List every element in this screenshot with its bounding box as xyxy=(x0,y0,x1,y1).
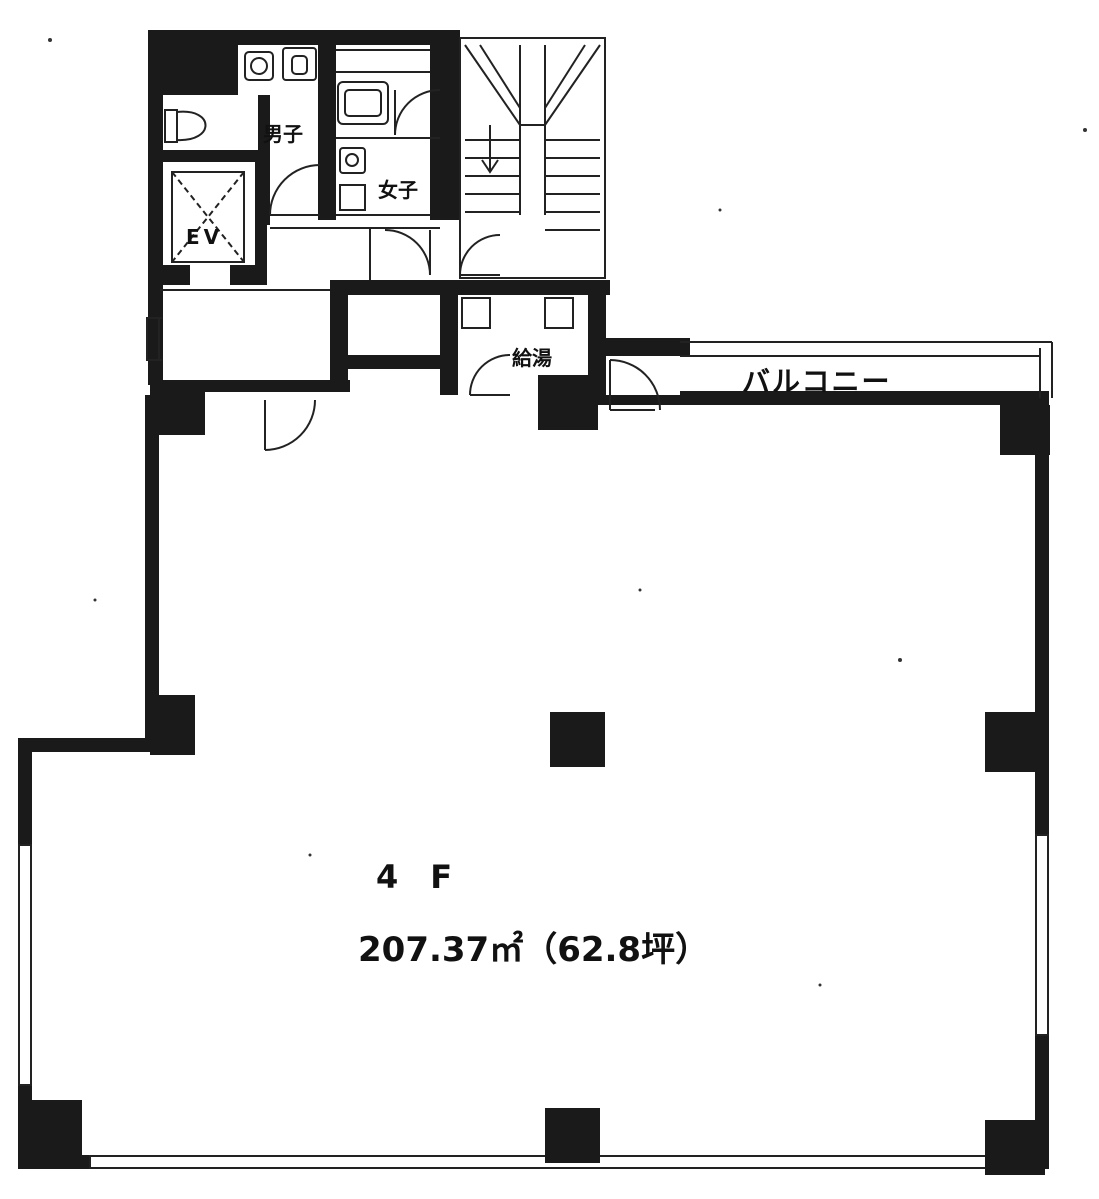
doors xyxy=(264,89,661,451)
floor-area-label: 207.37㎡（62.8坪） xyxy=(358,930,710,970)
kitchenette-label: 給湯 xyxy=(512,346,552,370)
womens-toilet-label: 女子 xyxy=(378,178,418,202)
core-thin-lines xyxy=(146,37,606,361)
balcony xyxy=(680,341,1053,398)
elevator-car xyxy=(171,171,245,263)
womens-sink xyxy=(339,147,366,174)
core-walls xyxy=(148,30,690,405)
stair-treads xyxy=(465,139,600,231)
elevator-label: EV xyxy=(186,225,224,249)
womens-toilet xyxy=(339,184,366,211)
urinal xyxy=(282,47,317,81)
mens-sink xyxy=(244,51,274,81)
balcony-label: バルコニー xyxy=(742,365,892,398)
floor-label: 4 F xyxy=(376,858,453,896)
scan-specks xyxy=(48,38,1087,987)
kitchenette-counter xyxy=(461,297,574,329)
western-toilet xyxy=(164,109,207,143)
stairs xyxy=(464,44,601,231)
mens-toilet-label: 男子 xyxy=(263,122,303,146)
fixtures xyxy=(164,47,574,329)
structural-columns xyxy=(22,375,1050,1175)
bathtub xyxy=(337,81,389,125)
